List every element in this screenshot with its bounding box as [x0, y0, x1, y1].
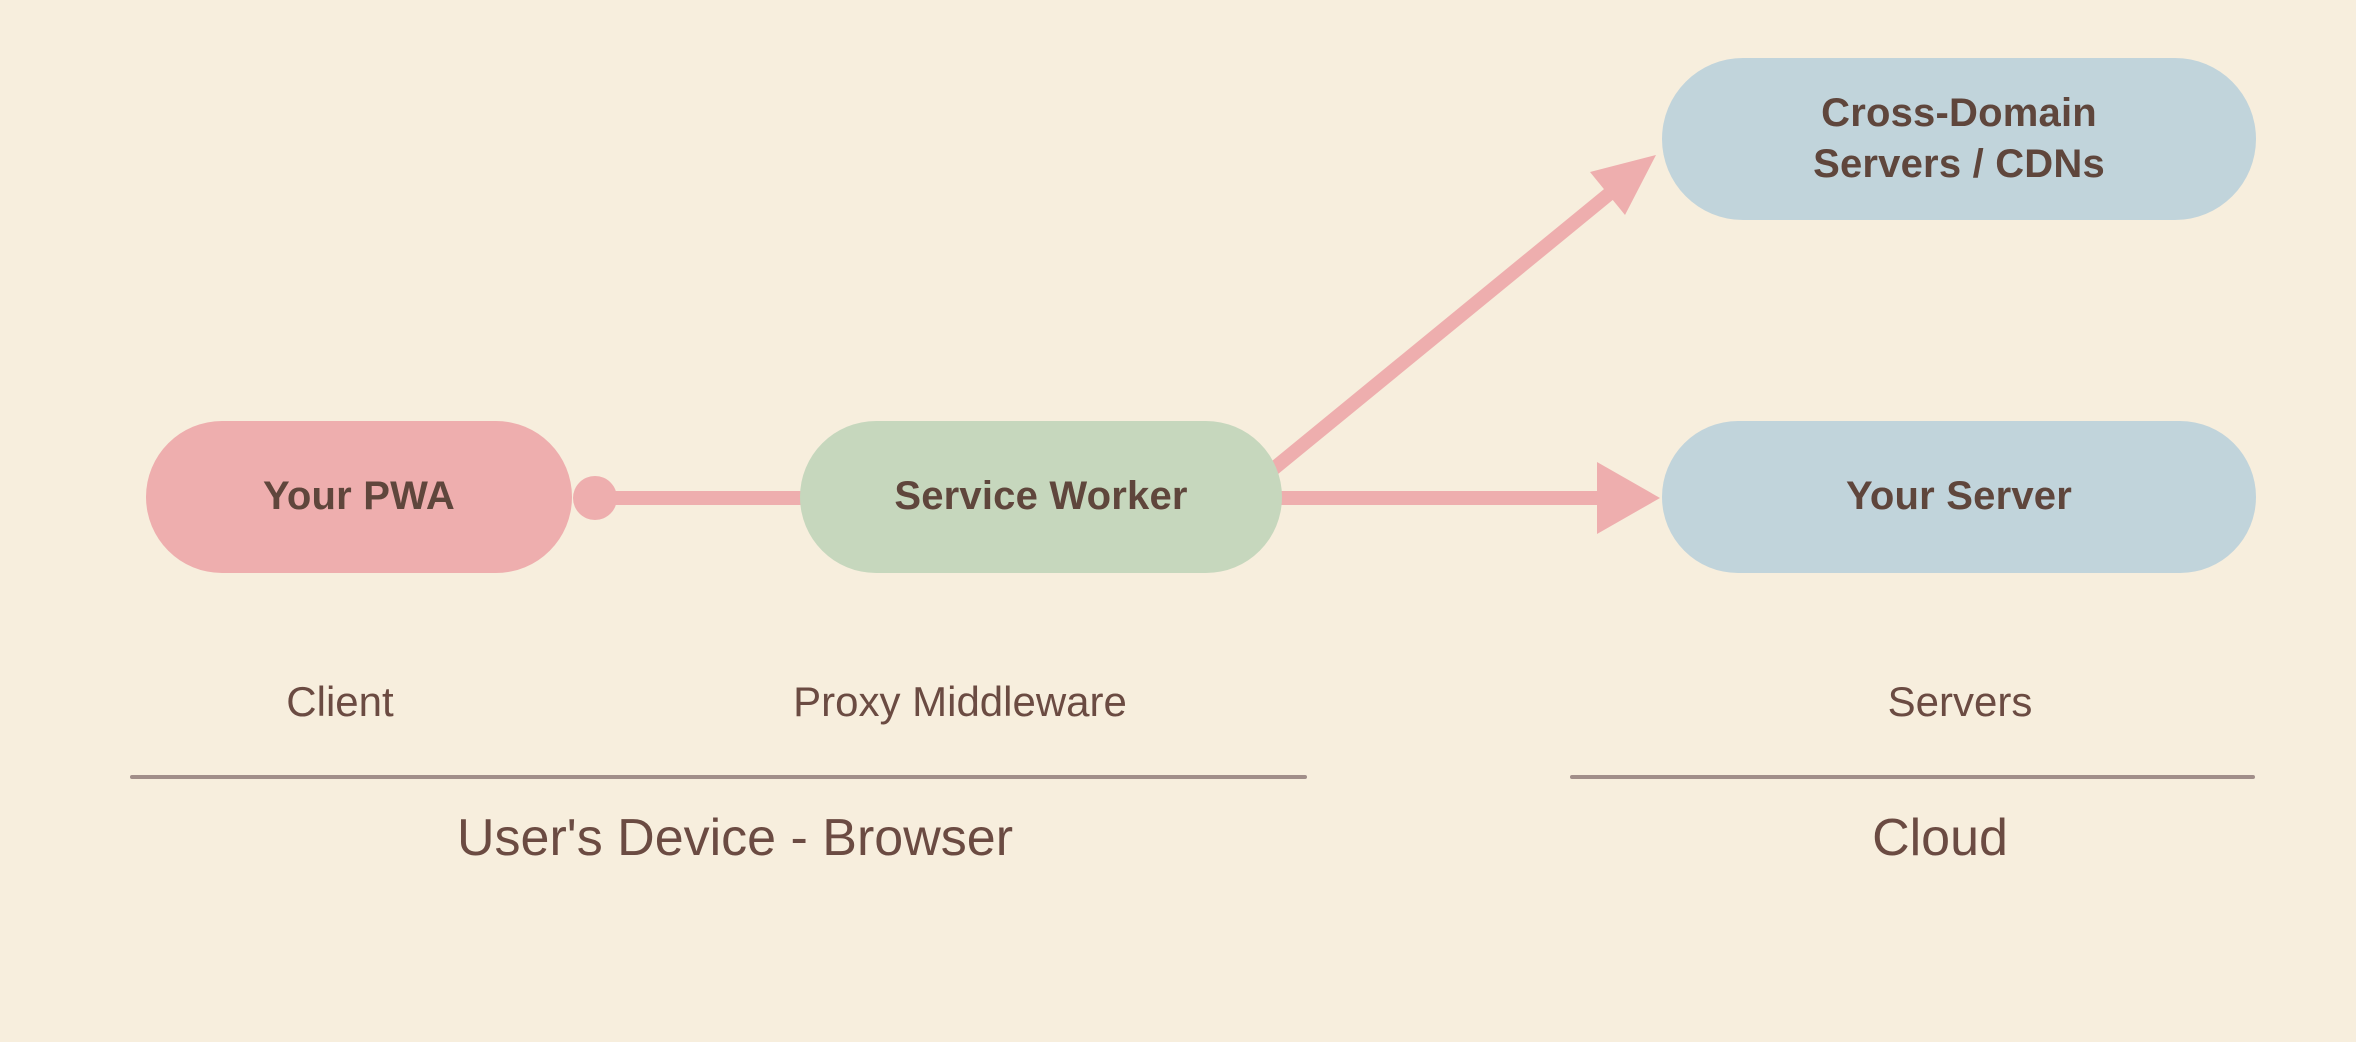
node-service-worker[interactable]: Service Worker — [800, 421, 1282, 573]
zone-caption-proxy-middleware: Proxy Middleware — [793, 678, 1127, 725]
arrowhead-icon-cross-domain — [1590, 155, 1656, 215]
node-service-worker-label: Service Worker — [894, 474, 1188, 519]
group-caption-cloud: Cloud — [1872, 809, 2008, 867]
node-your-pwa[interactable]: Your PWA — [146, 421, 572, 573]
node-your-pwa-label: Your PWA — [263, 474, 455, 519]
edge-service-worker-to-your-server — [1272, 462, 1660, 534]
group-caption-users-device-browser: User's Device - Browser — [456, 809, 1014, 867]
arrowhead-icon-your-server — [1597, 462, 1660, 534]
node-cross-domain-servers-cdns[interactable]: Cross-Domain Servers / CDNs — [1662, 58, 2256, 220]
edge-line-service-worker-cross-domain — [1267, 179, 1625, 476]
circle-marker-icon — [573, 476, 617, 520]
edge-service-worker-to-cross-domain — [1267, 155, 1656, 476]
node-your-server-label: Your Server — [1845, 474, 2072, 519]
node-your-server[interactable]: Your Server — [1662, 421, 2256, 573]
edge-pwa-to-service-worker — [573, 476, 812, 520]
zone-caption-servers: Servers — [1887, 678, 2033, 725]
zone-caption-client: Client — [286, 678, 394, 725]
divider-cloud — [1570, 775, 2255, 779]
divider-browser — [130, 775, 1307, 779]
node-cross-domain-servers-cdns-label: Cross-Domain Servers / CDNs — [1813, 90, 2105, 186]
